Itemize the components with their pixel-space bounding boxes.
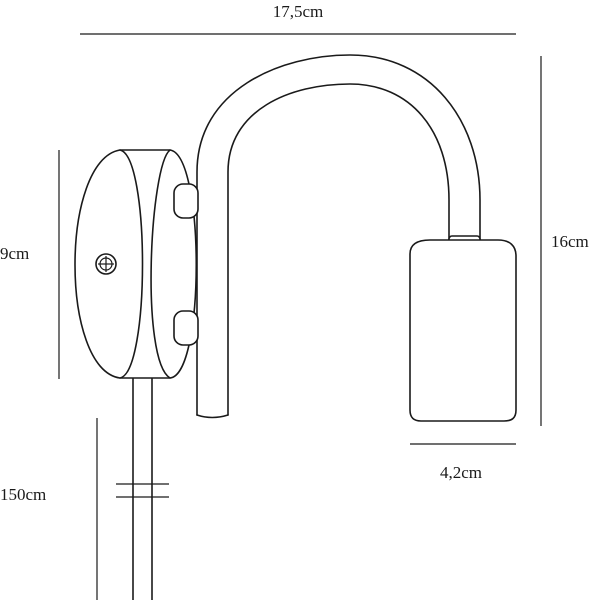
lamp-socket	[409, 235, 517, 422]
cable	[116, 377, 169, 600]
mounting-stud-top	[173, 183, 199, 219]
width-dimension-label: 17,5cm	[273, 2, 324, 21]
shade-dimension-label: 4,2cm	[440, 463, 482, 482]
screw-icon	[95, 253, 117, 275]
socket-cylinder	[409, 239, 517, 422]
base-dimension-label: 9cm	[0, 244, 29, 263]
cable-dimension-label: 150cm	[0, 485, 46, 504]
curved-arm	[196, 54, 481, 419]
mounting-stud-bottom	[173, 310, 199, 346]
height-dimension-label: 16cm	[551, 232, 589, 251]
